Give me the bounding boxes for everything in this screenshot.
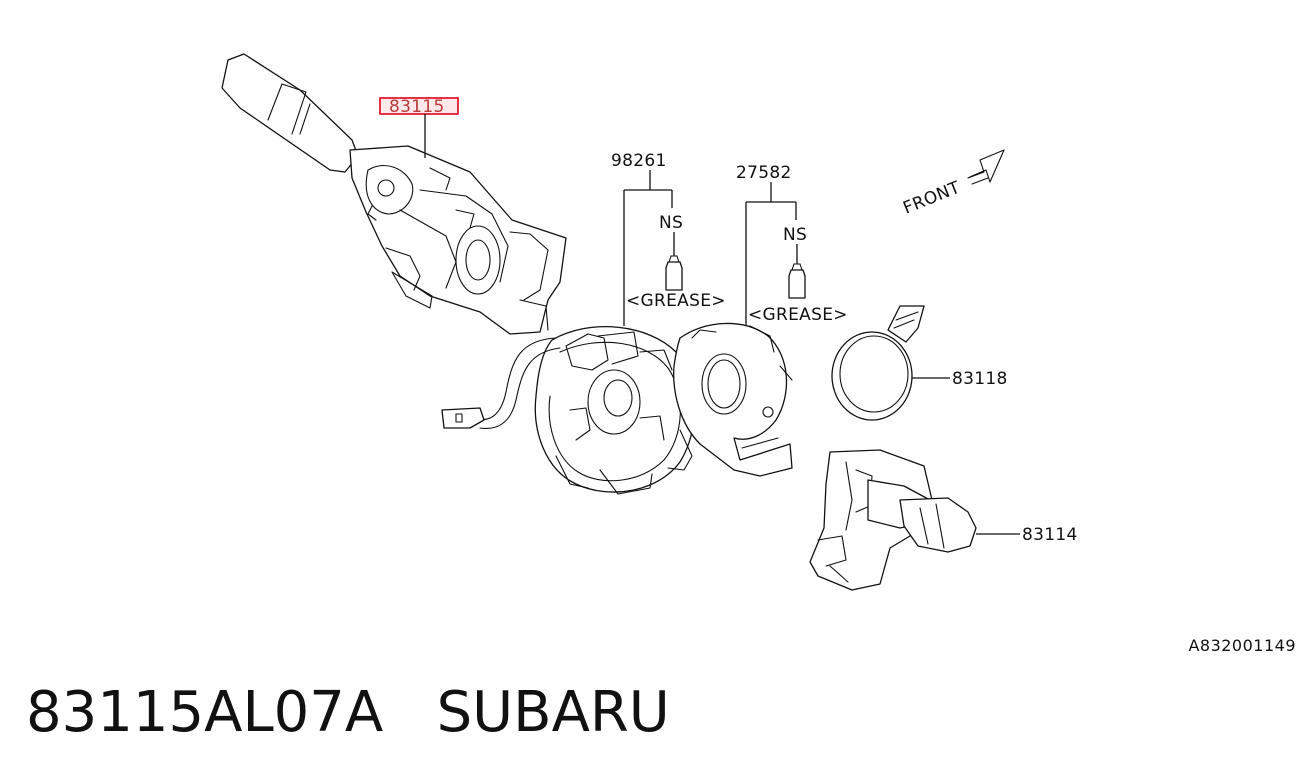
footer-brand: SUBARU <box>436 680 670 745</box>
grease-27582-group[interactable]: 27582 NS <GREASE> <box>736 163 848 326</box>
combination-switch-83114-drawing[interactable]: 83114 <box>809 449 1078 591</box>
steering-angle-sensor-drawing[interactable] <box>673 322 793 477</box>
callout-98261-label: 98261 <box>611 151 667 171</box>
grease-98261-group[interactable]: 98261 NS <GREASE> <box>611 151 726 326</box>
footer-part-number: 83115AL07A <box>26 680 384 745</box>
grease-tube-icon-b <box>788 269 806 299</box>
ns-label-a: NS <box>659 213 683 233</box>
footer-title: 83115AL07A SUBARU <box>26 680 670 745</box>
callout-83114-label: 83114 <box>1022 525 1078 545</box>
grease-tube-icon-a <box>665 261 683 291</box>
ns-label-b: NS <box>783 225 807 245</box>
front-arrow-icon <box>967 149 1005 183</box>
combination-switch-83115-drawing[interactable] <box>221 53 567 335</box>
callout-83115[interactable]: 83115 <box>379 97 459 158</box>
front-direction-indicator: FRONT <box>900 149 1005 219</box>
ring-83118-drawing[interactable]: 83118 <box>831 305 1008 421</box>
grease-label-b: <GREASE> <box>748 305 848 325</box>
figure-reference: A832001149 <box>1188 636 1296 655</box>
grease-label-a: <GREASE> <box>626 291 726 311</box>
callout-83118-label: 83118 <box>952 369 1008 389</box>
clock-spring-drawing[interactable] <box>441 325 696 495</box>
front-label: FRONT <box>900 178 963 219</box>
callout-83115-label: 83115 <box>389 97 445 117</box>
callout-27582-label: 27582 <box>736 163 792 183</box>
